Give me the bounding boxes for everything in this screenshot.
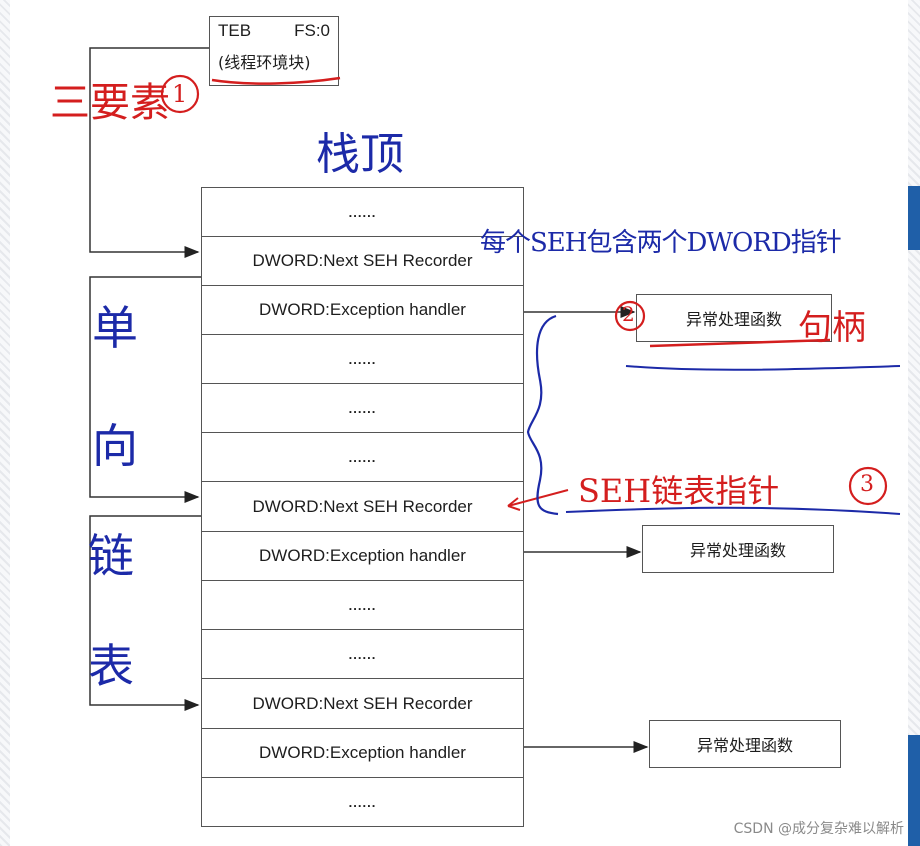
stack-cell-text: DWORD:Exception handler xyxy=(259,300,466,319)
stack-cell-text: ...... xyxy=(348,351,377,367)
vertical-char-4: 表 xyxy=(88,639,134,693)
key-point-annotation: 三要素 xyxy=(50,80,170,126)
blue-brace xyxy=(526,314,559,516)
stack-cell-exception-handler: DWORD:Exception handler xyxy=(201,729,524,778)
stack-cell-text: DWORD:Next SEH Recorder xyxy=(252,693,473,713)
circle-3-label: 3 xyxy=(860,472,874,497)
handler-function-label: 异常处理函数 xyxy=(685,310,782,329)
stack-cell-next-seh: DWORD:Next SEH Recorder xyxy=(201,237,524,286)
stack-cell-exception-handler: DWORD:Exception handler xyxy=(201,286,524,335)
stack-cell-ellipsis: ...... xyxy=(201,335,524,384)
handler-function-label: 异常处理函数 xyxy=(689,541,786,560)
seh-chain-pointer-annotation: SEH链表指针 xyxy=(578,472,780,510)
seh1-to-seh2-arrow xyxy=(89,276,201,503)
stack-cell-ellipsis: ...... xyxy=(201,187,524,237)
handler-function-box-2: 异常处理函数 xyxy=(642,525,834,573)
stack-cell-next-seh: DWORD:Next SEH Recorder xyxy=(201,482,524,532)
stack-cell-text: ...... xyxy=(348,646,377,662)
red-circle-2 xyxy=(614,300,646,332)
watermark: CSDN @成分复杂难以解析 xyxy=(733,821,904,837)
right-accent-bar-top xyxy=(908,186,920,250)
stack-cell-text: ...... xyxy=(348,794,377,810)
seh2-to-seh3-arrow xyxy=(89,515,201,711)
teb-subtitle: (线程环境块) xyxy=(218,53,311,72)
circle-1-label: 1 xyxy=(172,80,188,108)
stack-cell-text: DWORD:Exception handler xyxy=(259,546,466,565)
stack-cell-next-seh: DWORD:Next SEH Recorder xyxy=(201,679,524,729)
left-hatch-margin xyxy=(0,0,10,846)
stack-cell-ellipsis: ...... xyxy=(201,384,524,433)
handler-function-box-3: 异常处理函数 xyxy=(649,720,841,768)
each-seh-annotation: 每个SEH包含两个DWORD指针 xyxy=(480,228,842,258)
blue-underline-handle xyxy=(625,365,901,371)
circle-2-label: 2 xyxy=(622,302,635,326)
vertical-char-2: 向 xyxy=(92,419,138,473)
vertical-char-1: 单 xyxy=(92,301,138,355)
handler-function-box-1: 异常处理函数 xyxy=(636,294,832,342)
stack-top-annotation: 栈顶 xyxy=(316,129,404,180)
stack-cell-text: ...... xyxy=(348,204,377,220)
teb-label: TEB xyxy=(218,21,252,40)
stack-cell-ellipsis: ...... xyxy=(201,433,524,482)
red-underline-teb xyxy=(211,76,341,85)
red-circle-3 xyxy=(848,466,888,506)
teb-box: TEB FS:0 (线程环境块) xyxy=(209,16,339,86)
right-accent-bar-bottom xyxy=(908,735,920,846)
stack-cell-ellipsis: ...... xyxy=(201,778,524,827)
stack-cell-ellipsis: ...... xyxy=(201,630,524,679)
blue-underline-seh xyxy=(565,506,901,515)
stack-cell-ellipsis: ...... xyxy=(201,581,524,630)
stack-cell-text: DWORD:Next SEH Recorder xyxy=(252,496,473,516)
handler-function-label: 异常处理函数 xyxy=(696,736,793,755)
stack-cell-text: ...... xyxy=(348,400,377,416)
vertical-char-3: 链 xyxy=(88,529,134,583)
handle-annotation: 句柄 xyxy=(798,308,866,348)
stack-cell-exception-handler: DWORD:Exception handler xyxy=(201,532,524,581)
stack-cell-text: ...... xyxy=(348,597,377,613)
stack-cell-text: DWORD:Next SEH Recorder xyxy=(252,251,473,270)
stack-cell-text: DWORD:Exception handler xyxy=(259,743,466,762)
stack-cell-text: ...... xyxy=(348,449,377,465)
red-underline-handler xyxy=(649,338,831,348)
teb-to-seh-arrow xyxy=(89,47,209,258)
red-circle-1 xyxy=(160,74,200,114)
fs0-label: FS:0 xyxy=(294,21,330,40)
